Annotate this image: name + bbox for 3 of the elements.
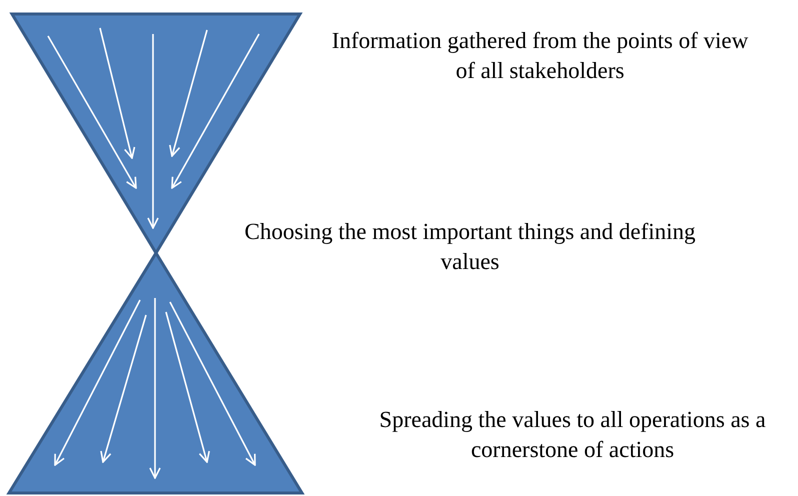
description-text: Information gathered from the points of view of all stakeholders: [330, 27, 750, 85]
description-text: Choosing the most important things and defining values: [243, 218, 697, 276]
description-text: Spreading the values to all operations as a cornerstone of actions: [378, 406, 767, 464]
